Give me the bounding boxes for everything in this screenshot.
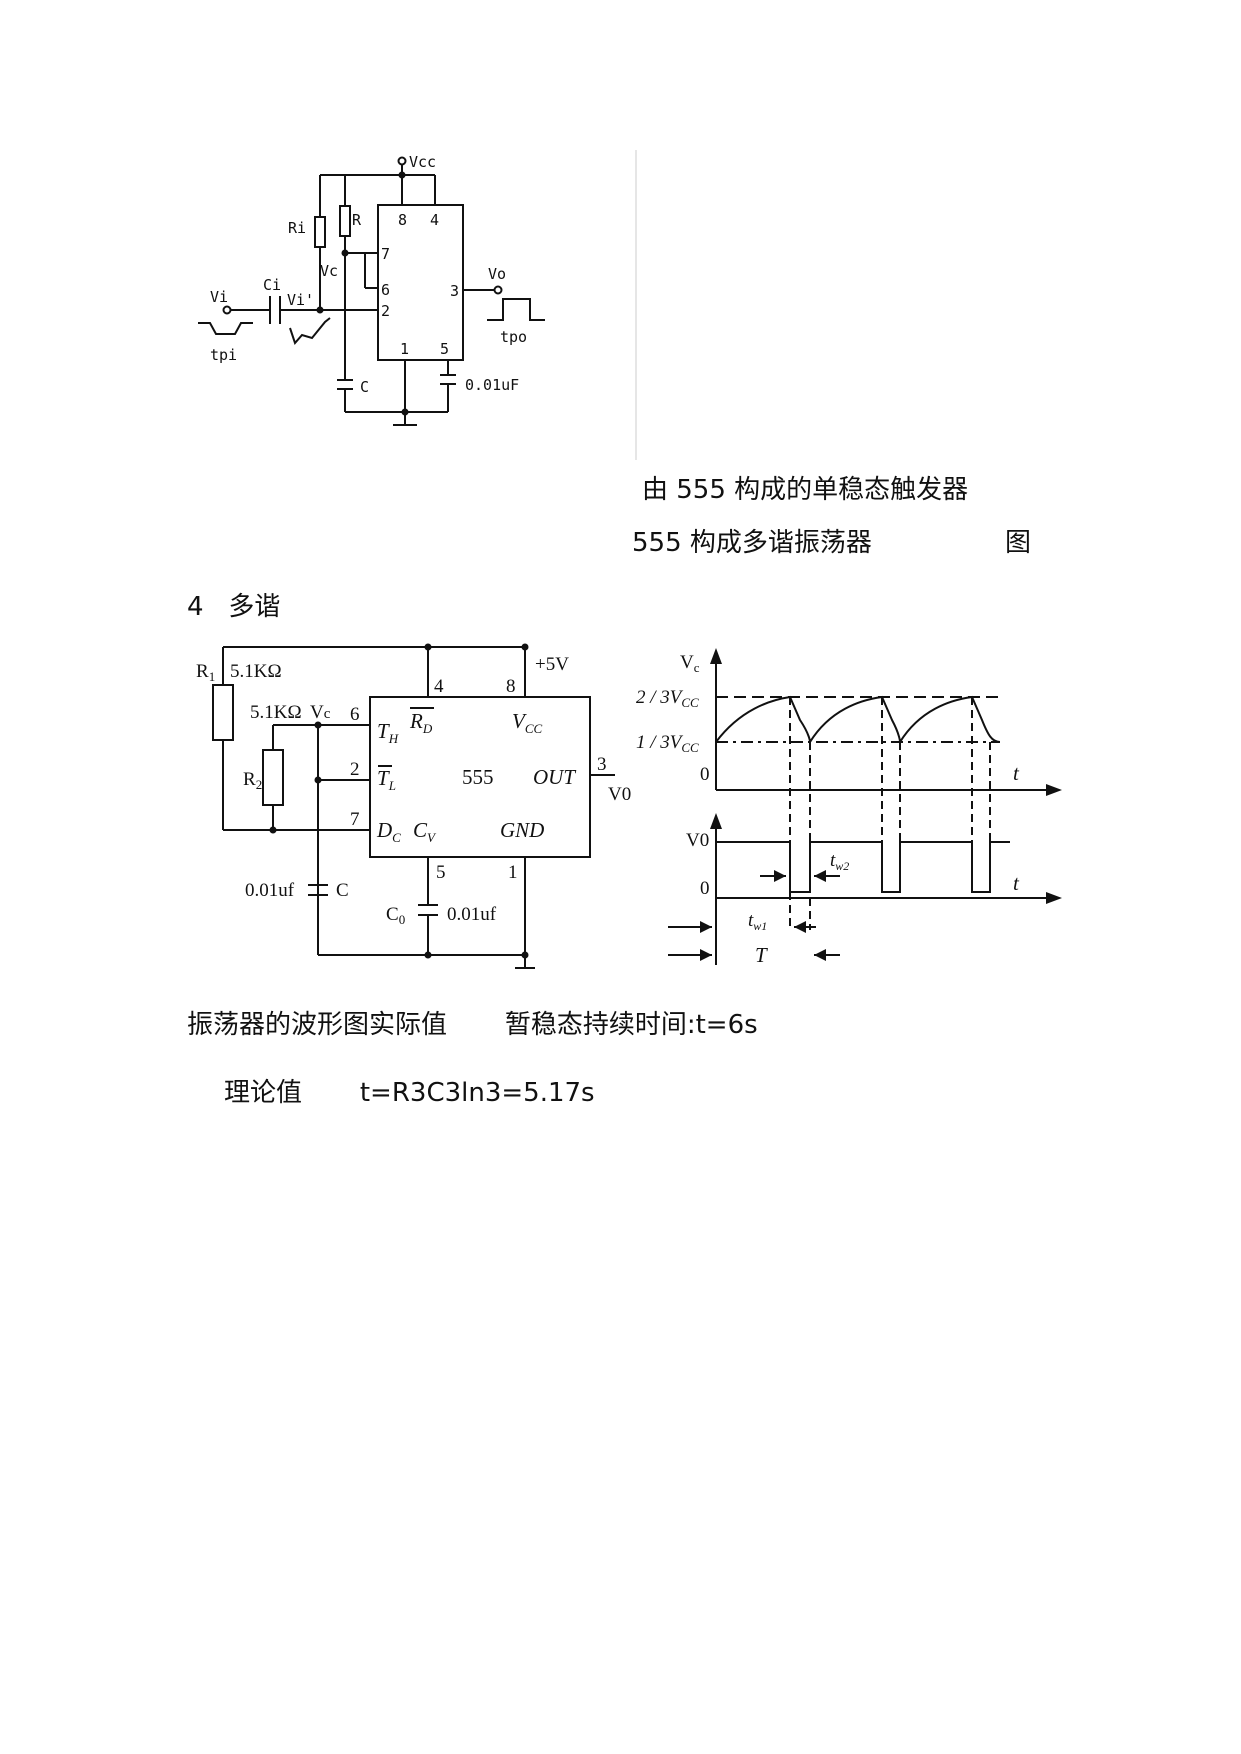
pin-4-label: 4 <box>430 211 439 229</box>
rd-label: RD <box>409 709 433 736</box>
caption-monostable: 由 555 构成的单稳态触发器 <box>642 475 969 505</box>
out-label: OUT <box>533 765 576 789</box>
dc-label: DC <box>376 818 401 845</box>
vc-time-label: t <box>1013 761 1020 785</box>
c0-label: C0 <box>386 904 405 927</box>
th-label: TH <box>377 719 399 746</box>
pin-6-label: 6 <box>350 704 360 725</box>
result-measured: 振荡器的波形图实际值 暂稳态持续时间:t=6s <box>187 1010 758 1040</box>
vi-prime-label: Vi' <box>287 291 314 309</box>
pin-1-label: 1 <box>508 862 518 883</box>
r2-label: R2 <box>243 769 262 792</box>
tl-label: TL <box>377 766 396 793</box>
c-label: C <box>360 378 369 396</box>
pin-2-label: 2 <box>381 302 390 320</box>
tw1-label: tw1 <box>748 910 767 933</box>
vc-zero-label: 0 <box>700 764 710 785</box>
pin-7-label: 7 <box>350 809 360 830</box>
vcc-label: Vcc <box>409 153 436 171</box>
cap-value-label: 0.01uF <box>465 376 519 394</box>
vo-zero-label: 0 <box>700 878 710 899</box>
vi-label: Vi <box>210 288 228 306</box>
vo-time-label: t <box>1013 871 1020 895</box>
pin-1-label: 1 <box>400 340 409 358</box>
pin-7-label: 7 <box>381 245 390 263</box>
gnd-label: GND <box>500 818 544 842</box>
tpo-label: tpo <box>500 328 527 346</box>
vc-axis-label: Vc <box>680 652 700 675</box>
vc-node-label: Vc <box>310 702 331 723</box>
vc-label: Vc <box>320 262 338 280</box>
chip-label: 555 <box>462 765 494 789</box>
caption-figure: 图 <box>1005 528 1032 558</box>
pin-2-label: 2 <box>350 759 360 780</box>
lower-threshold-label: 1 / 3VCC <box>636 732 699 755</box>
upper-threshold-label: 2 / 3VCC <box>636 687 699 710</box>
pin-6-label: 6 <box>381 281 390 299</box>
c-value-label: 0.01uf <box>245 880 295 901</box>
tpi-label: tpi <box>210 346 237 364</box>
c-label: C <box>336 880 349 901</box>
result-theory: 理论值 t=R3C3ln3=5.17s <box>224 1078 595 1108</box>
pin-4-label: 4 <box>434 676 444 697</box>
vo-label: V0 <box>608 784 631 805</box>
vo-label: Vo <box>488 265 506 283</box>
section-heading: 4 多谐 <box>187 592 281 622</box>
period-label: T <box>755 943 768 967</box>
r-label: R <box>352 211 362 229</box>
vcc-pin-label: VCC <box>512 709 542 736</box>
r1-label: R1 <box>196 661 215 684</box>
cv-label: CV <box>413 818 437 845</box>
tw2-label: tw2 <box>830 850 849 873</box>
pin-3-label: 3 <box>450 282 459 300</box>
ci-label: Ci <box>263 276 281 294</box>
pin-8-label: 8 <box>506 676 516 697</box>
supply-label: +5V <box>535 654 569 675</box>
caption-multivibrator: 555 构成多谐振荡器 <box>632 528 872 558</box>
pin-5-label: 5 <box>436 862 446 883</box>
ri-label: Ri <box>288 219 306 237</box>
c0-value-label: 0.01uf <box>447 904 497 925</box>
pin-5-label: 5 <box>440 340 449 358</box>
pin-3-label: 3 <box>597 754 607 775</box>
r1-value: 5.1KΩ <box>230 661 282 682</box>
pin-8-label: 8 <box>398 211 407 229</box>
r2-value: 5.1KΩ <box>250 702 302 723</box>
vo-axis-label: V0 <box>686 830 709 851</box>
